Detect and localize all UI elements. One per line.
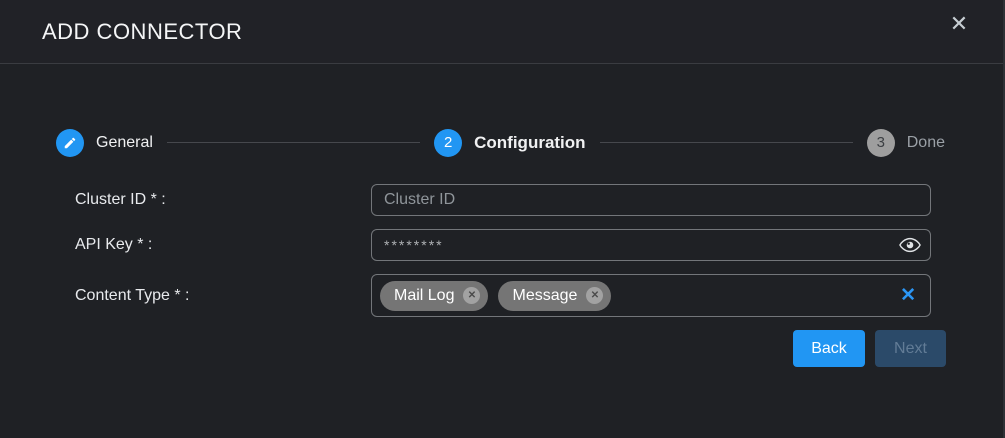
eye-icon <box>899 237 921 253</box>
pencil-icon <box>64 137 76 148</box>
step2-number: 2 <box>443 134 453 151</box>
chip-remove-button[interactable]: ✕ <box>463 287 481 304</box>
cluster-id-input[interactable] <box>371 184 931 216</box>
dialog-footer: Back Next <box>793 330 946 367</box>
content-type-multiselect[interactable]: Mail Log ✕ Message ✕ ✕ <box>371 274 931 317</box>
dialog-header: ADD CONNECTOR ✕ <box>0 0 1003 64</box>
step3-indicator: 3 <box>866 128 895 157</box>
api-key-field-wrap <box>371 229 931 261</box>
stepper: General 2 Configuration 3 Done <box>56 128 945 157</box>
chip-remove-icon: ✕ <box>467 290 477 301</box>
content-type-label: Content Type * : <box>75 287 190 304</box>
stepper-connector <box>166 142 421 143</box>
step-done[interactable]: 3 Done <box>866 128 945 157</box>
stepper-connector <box>599 142 853 143</box>
toggle-password-visibility-button[interactable] <box>897 234 923 256</box>
step1-label: General <box>96 133 153 151</box>
step1-indicator <box>56 128 84 157</box>
chip-remove-button[interactable]: ✕ <box>586 287 604 304</box>
chip-message: Message ✕ <box>498 280 612 311</box>
api-key-label: API Key * : <box>75 236 153 253</box>
chip-label: Message <box>512 286 578 304</box>
step-configuration[interactable]: 2 Configuration <box>434 128 586 157</box>
clear-all-button[interactable]: ✕ <box>900 286 916 305</box>
step3-number: 3 <box>876 134 885 151</box>
close-icon: ✕ <box>949 11 969 36</box>
api-key-input[interactable] <box>371 229 931 261</box>
cluster-id-label: Cluster ID * : <box>75 191 166 208</box>
step2-label: Configuration <box>474 132 586 152</box>
clear-all-icon: ✕ <box>900 285 916 306</box>
close-button[interactable]: ✕ <box>943 8 975 40</box>
chip-label: Mail Log <box>394 286 455 304</box>
step3-label: Done <box>906 133 945 151</box>
dialog-title: ADD CONNECTOR <box>42 18 243 44</box>
chip-mail-log: Mail Log ✕ <box>380 280 489 311</box>
step-general[interactable]: General <box>56 128 153 157</box>
step2-indicator: 2 <box>434 128 463 157</box>
next-button[interactable]: Next <box>875 330 946 367</box>
back-button[interactable]: Back <box>793 330 865 367</box>
chip-remove-icon: ✕ <box>590 290 600 301</box>
